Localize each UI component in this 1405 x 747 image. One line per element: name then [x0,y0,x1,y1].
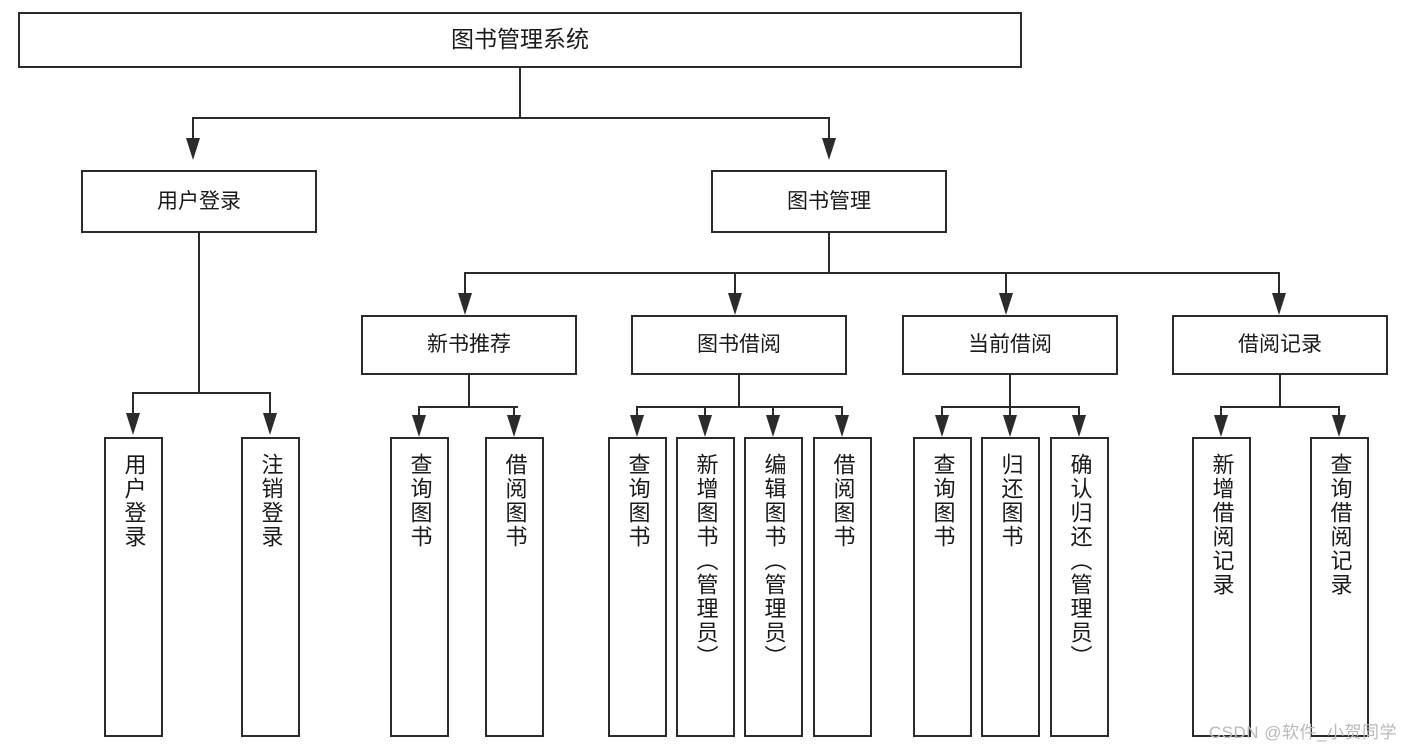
node-label: 用户登录 [157,189,241,213]
leaf-query-book-borrow[interactable]: 查询图书 [608,437,667,737]
node-label: 新书推荐 [427,333,511,357]
node-new-book-recommend[interactable]: 新书推荐 [361,315,577,375]
connector-newbook-stem [468,375,470,407]
node-label: 借阅记录 [1238,333,1322,357]
connector-borrowrecord-bus [1220,406,1340,408]
node-label: 借阅图书 [502,453,528,549]
connector-bookborrow-stem [738,375,740,407]
connector-currentborrow-drop-2 [1009,406,1011,418]
connector-newbook-bus [418,406,518,408]
node-label: 查询图书 [930,453,956,549]
connector-newbook-drop-2 [513,406,515,418]
node-label: 注销登录 [258,453,284,549]
connector-currentborrow-drop-3 [1078,406,1080,418]
node-root-system[interactable]: 图书管理系统 [18,12,1022,68]
arrow-to-current-borrow [999,293,1013,315]
connector-bookmanage-drop-3 [1005,272,1007,294]
leaf-edit-book-admin[interactable]: 编辑图书（管理员） [744,437,803,737]
leaf-add-borrow-record[interactable]: 新增借阅记录 [1192,437,1251,737]
arrow-to-leaf-add-record [1214,415,1228,437]
leaf-query-book-recommend[interactable]: 查询图书 [390,437,449,737]
connector-root-drop-right [828,117,830,139]
connector-userlogin-stem [198,233,200,393]
connector-bookmanage-drop-1 [464,272,466,294]
node-label: 归还图书 [998,453,1024,549]
arrow-to-leaf-borrow-book-2 [835,415,849,437]
arrow-to-user-login [186,138,200,160]
node-label: 查询图书 [625,453,651,549]
connector-newbook-drop-1 [418,406,420,418]
connector-currentborrow-stem [1009,375,1011,407]
leaf-return-book[interactable]: 归还图书 [981,437,1040,737]
connector-bookborrow-drop-4 [841,406,843,418]
arrow-to-leaf-user-login [126,413,140,435]
arrow-to-leaf-query-book-2 [630,415,644,437]
arrow-to-leaf-query-book-3 [935,415,949,437]
connector-borrowrecord-drop-1 [1220,406,1222,418]
node-book-borrow[interactable]: 图书借阅 [631,315,847,375]
node-label: 图书借阅 [697,333,781,357]
arrow-to-leaf-confirm-return [1072,415,1086,437]
arrow-to-leaf-add-book [698,415,712,437]
leaf-user-login[interactable]: 用户登录 [104,437,163,737]
watermark-text: CSDN @软件_小贺同学 [1208,723,1397,742]
connector-bookmanage-drop-4 [1278,272,1280,294]
connector-userlogin-drop-1 [132,392,134,414]
node-book-manage[interactable]: 图书管理 [711,170,947,233]
node-label: 图书管理 [787,189,871,213]
connector-bookborrow-bus [636,406,842,408]
leaf-query-book-current[interactable]: 查询图书 [913,437,972,737]
arrow-to-leaf-logout [263,413,277,435]
connector-bookmanage-stem [828,233,830,273]
arrow-to-leaf-borrow-book-1 [507,415,521,437]
node-label: 查询图书 [407,453,433,549]
node-label: 确认归还（管理员） [1067,453,1093,669]
arrow-to-borrow-record [1272,293,1286,315]
arrow-to-new-book [458,293,472,315]
connector-bookmanage-bus [464,272,1280,274]
connector-bookmanage-drop-2 [734,272,736,294]
arrow-to-leaf-return-book [1003,415,1017,437]
arrow-to-leaf-query-record [1332,415,1346,437]
connector-borrowrecord-stem [1279,375,1281,407]
connector-root-drop-left [192,117,194,139]
arrow-to-leaf-edit-book [766,415,780,437]
arrow-to-book-borrow [728,293,742,315]
node-label: 新增图书（管理员） [693,453,719,669]
node-label: 借阅图书 [830,453,856,549]
connector-currentborrow-drop-1 [941,406,943,418]
leaf-borrow-book-recommend[interactable]: 借阅图书 [485,437,544,737]
leaf-logout[interactable]: 注销登录 [241,437,300,737]
connector-bookborrow-drop-2 [704,406,706,418]
connector-bookborrow-drop-3 [772,406,774,418]
leaf-query-borrow-record[interactable]: 查询借阅记录 [1310,437,1369,737]
leaf-borrow-book-borrow[interactable]: 借阅图书 [813,437,872,737]
leaf-confirm-return-admin[interactable]: 确认归还（管理员） [1050,437,1109,737]
connector-root-stem [519,68,521,118]
connector-root-bus [192,117,830,119]
leaf-add-book-admin[interactable]: 新增图书（管理员） [676,437,735,737]
node-label: 查询借阅记录 [1327,453,1353,597]
arrow-to-leaf-query-book-1 [412,415,426,437]
connector-userlogin-bus [132,392,270,394]
node-label: 新增借阅记录 [1209,453,1235,597]
arrow-to-book-manage [822,138,836,160]
node-label: 用户登录 [121,453,147,549]
connector-bookborrow-drop-1 [636,406,638,418]
node-user-login[interactable]: 用户登录 [81,170,317,233]
node-label: 图书管理系统 [451,26,589,53]
connector-borrowrecord-drop-2 [1338,406,1340,418]
connector-userlogin-drop-2 [269,392,271,414]
node-label: 当前借阅 [968,333,1052,357]
node-current-borrow[interactable]: 当前借阅 [902,315,1118,375]
node-borrow-record[interactable]: 借阅记录 [1172,315,1388,375]
node-label: 编辑图书（管理员） [761,453,787,669]
